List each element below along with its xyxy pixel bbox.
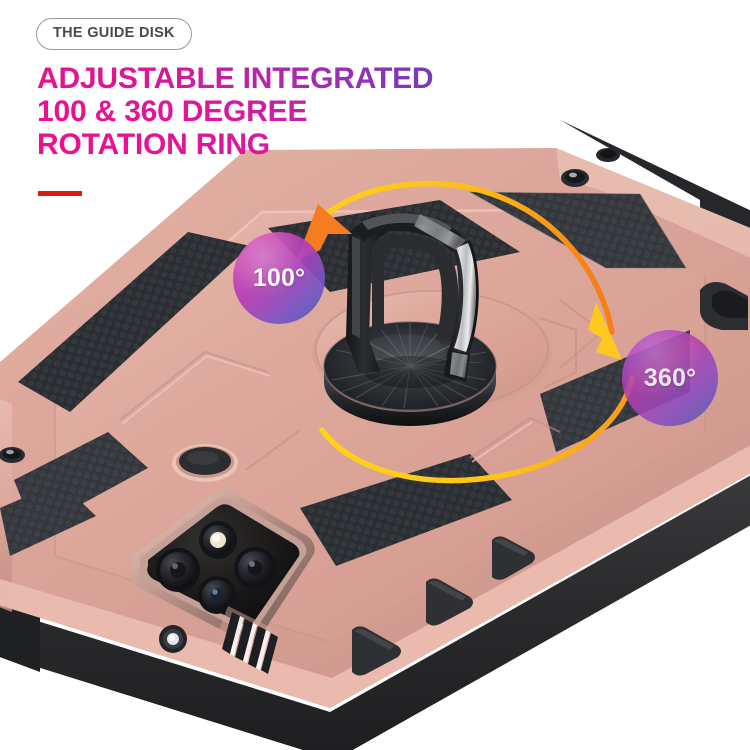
headline-line-2: 100 & 360 DEGREE xyxy=(37,95,677,128)
callout-label-100-degree: 100° xyxy=(252,263,306,292)
top-edge-cutouts xyxy=(0,148,748,463)
rotation-arc-arrow xyxy=(319,302,635,484)
page-title: ADJUSTABLE INTEGRATED 100 & 360 DEGREE R… xyxy=(37,62,677,161)
callout-label-360-degree: 360° xyxy=(643,363,697,392)
side-buttons xyxy=(352,536,535,676)
guide-disk-badge-label: THE GUIDE DISK xyxy=(53,25,175,41)
fingerprint-sensor xyxy=(172,444,238,482)
speaker-grille xyxy=(214,606,278,674)
header-block: THE GUIDE DISK ADJUSTABLE INTEGRATED 100… xyxy=(0,0,750,215)
honeycomb-texture-strips xyxy=(0,191,690,566)
headline-line-1: ADJUSTABLE INTEGRATED xyxy=(37,62,677,95)
callout-bubble-100-degree: 100° xyxy=(233,232,325,324)
rotation-ring xyxy=(346,213,479,388)
accent-divider xyxy=(38,191,82,196)
volume-up-button xyxy=(492,536,535,580)
camera-lenses xyxy=(156,521,276,614)
volume-down-button xyxy=(426,578,473,626)
camera-module xyxy=(131,489,315,653)
case-engraving-highlight xyxy=(121,354,533,463)
power-button xyxy=(352,626,401,676)
camera-flash xyxy=(159,625,187,653)
callout-bubble-360-degree: 360° xyxy=(622,330,718,426)
guide-disk-badge: THE GUIDE DISK xyxy=(36,18,192,50)
headline-line-3: ROTATION RING xyxy=(37,128,677,161)
